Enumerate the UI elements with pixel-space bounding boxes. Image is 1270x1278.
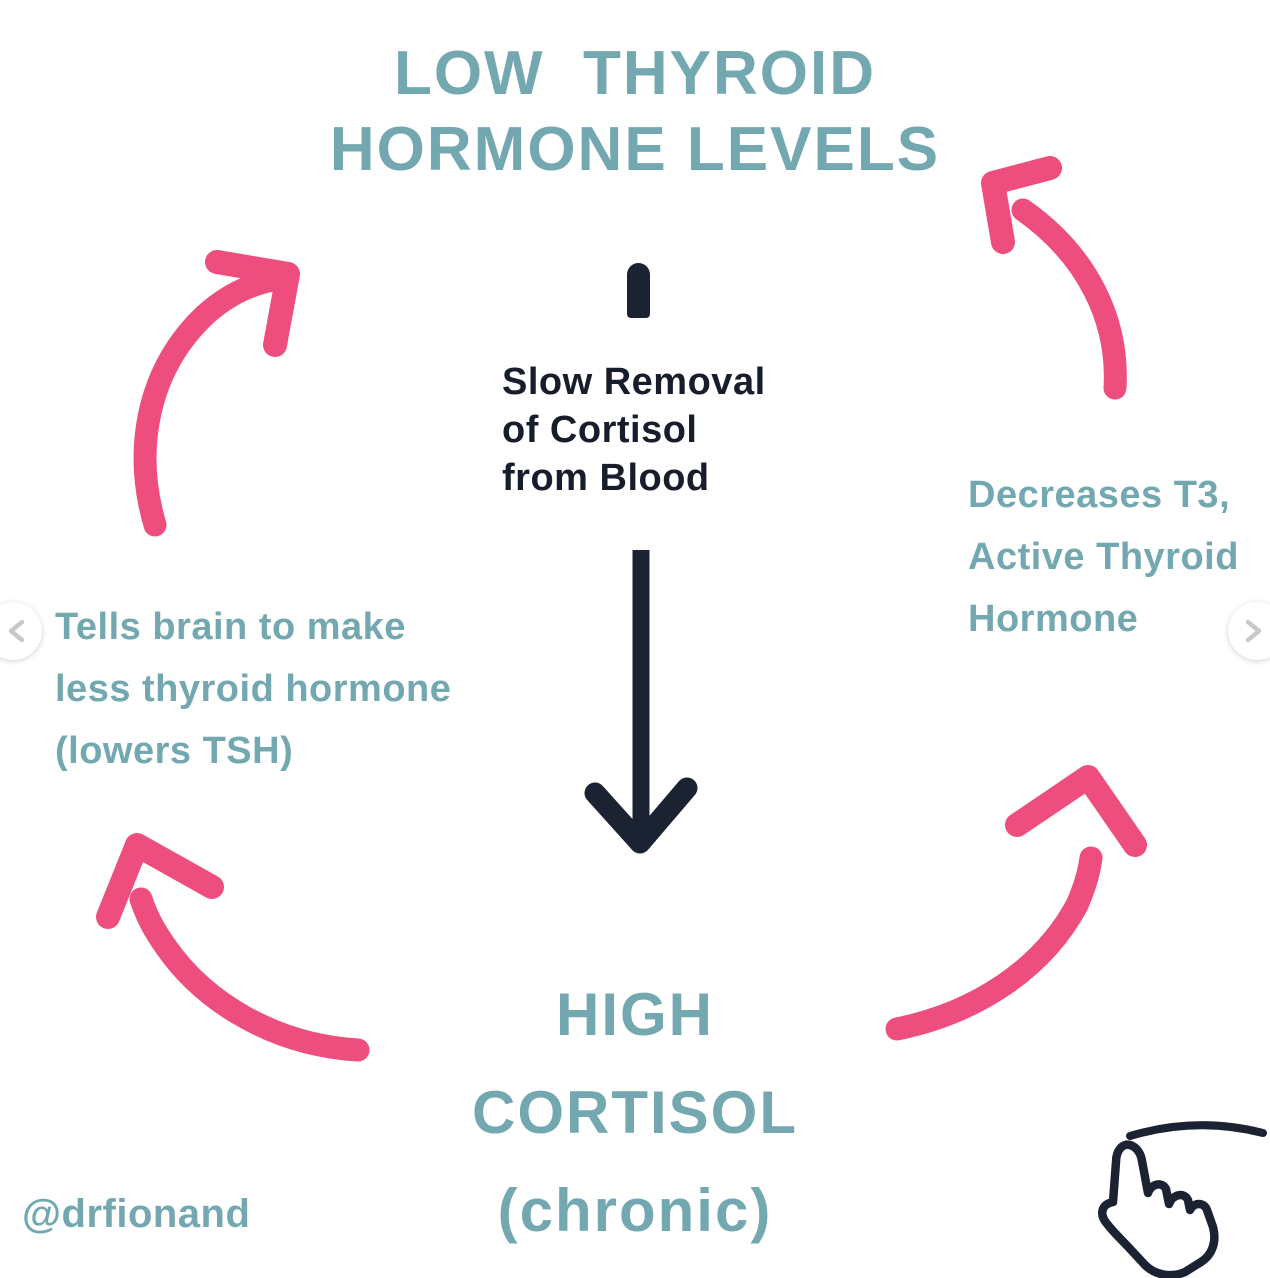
- right-note-line: Active Thyroid: [968, 536, 1239, 578]
- center-note-line: of Cortisol: [502, 409, 698, 451]
- center-note: Slow Removal of Cortisol from Blood: [502, 358, 766, 502]
- right-note-line: Hormone: [968, 598, 1139, 640]
- main-heading-line2: HORMONE LEVELS: [329, 115, 941, 184]
- chevron-right-icon: [1245, 619, 1262, 643]
- cycle-arrow-top-left-icon: [133, 250, 300, 537]
- swipe-hand-icon: [1098, 1121, 1267, 1278]
- cycle-arrow-top-right-icon: [981, 156, 1127, 400]
- right-note-line: Decreases T3,: [968, 474, 1231, 516]
- left-note-line: (lowers TSH): [55, 730, 294, 772]
- left-note-line: less thyroid hormone: [55, 668, 452, 710]
- left-note-line: Tells brain to make: [55, 606, 406, 648]
- main-heading-line1: LOW THYROID: [393, 39, 877, 108]
- flow-arrow-start-segment: [627, 263, 650, 318]
- down-arrow-icon: [584, 550, 698, 854]
- cycle-arrow-bottom-left-icon: [96, 833, 370, 1062]
- left-note: Tells brain to make less thyroid hormone…: [55, 596, 451, 782]
- center-note-line: Slow Removal: [502, 361, 766, 403]
- bottom-heading-line3: (chronic): [497, 1177, 773, 1244]
- bottom-heading-line2: CORTISOL: [472, 1079, 798, 1146]
- bottom-heading-line1: HIGH: [556, 981, 714, 1048]
- main-heading: LOW THYROID HORMONE LEVELS: [0, 36, 1270, 188]
- carousel-next-button[interactable]: [1228, 602, 1270, 660]
- center-note-line: from Blood: [502, 457, 710, 499]
- carousel-prev-button[interactable]: [0, 602, 42, 660]
- chevron-left-icon: [8, 619, 25, 643]
- bottom-heading: HIGH CORTISOL (chronic): [0, 966, 1270, 1260]
- cycle-arrow-bottom-right-icon: [885, 765, 1147, 1041]
- author-handle: @drfionand: [22, 1192, 251, 1236]
- right-note: Decreases T3, Active Thyroid Hormone: [968, 464, 1239, 650]
